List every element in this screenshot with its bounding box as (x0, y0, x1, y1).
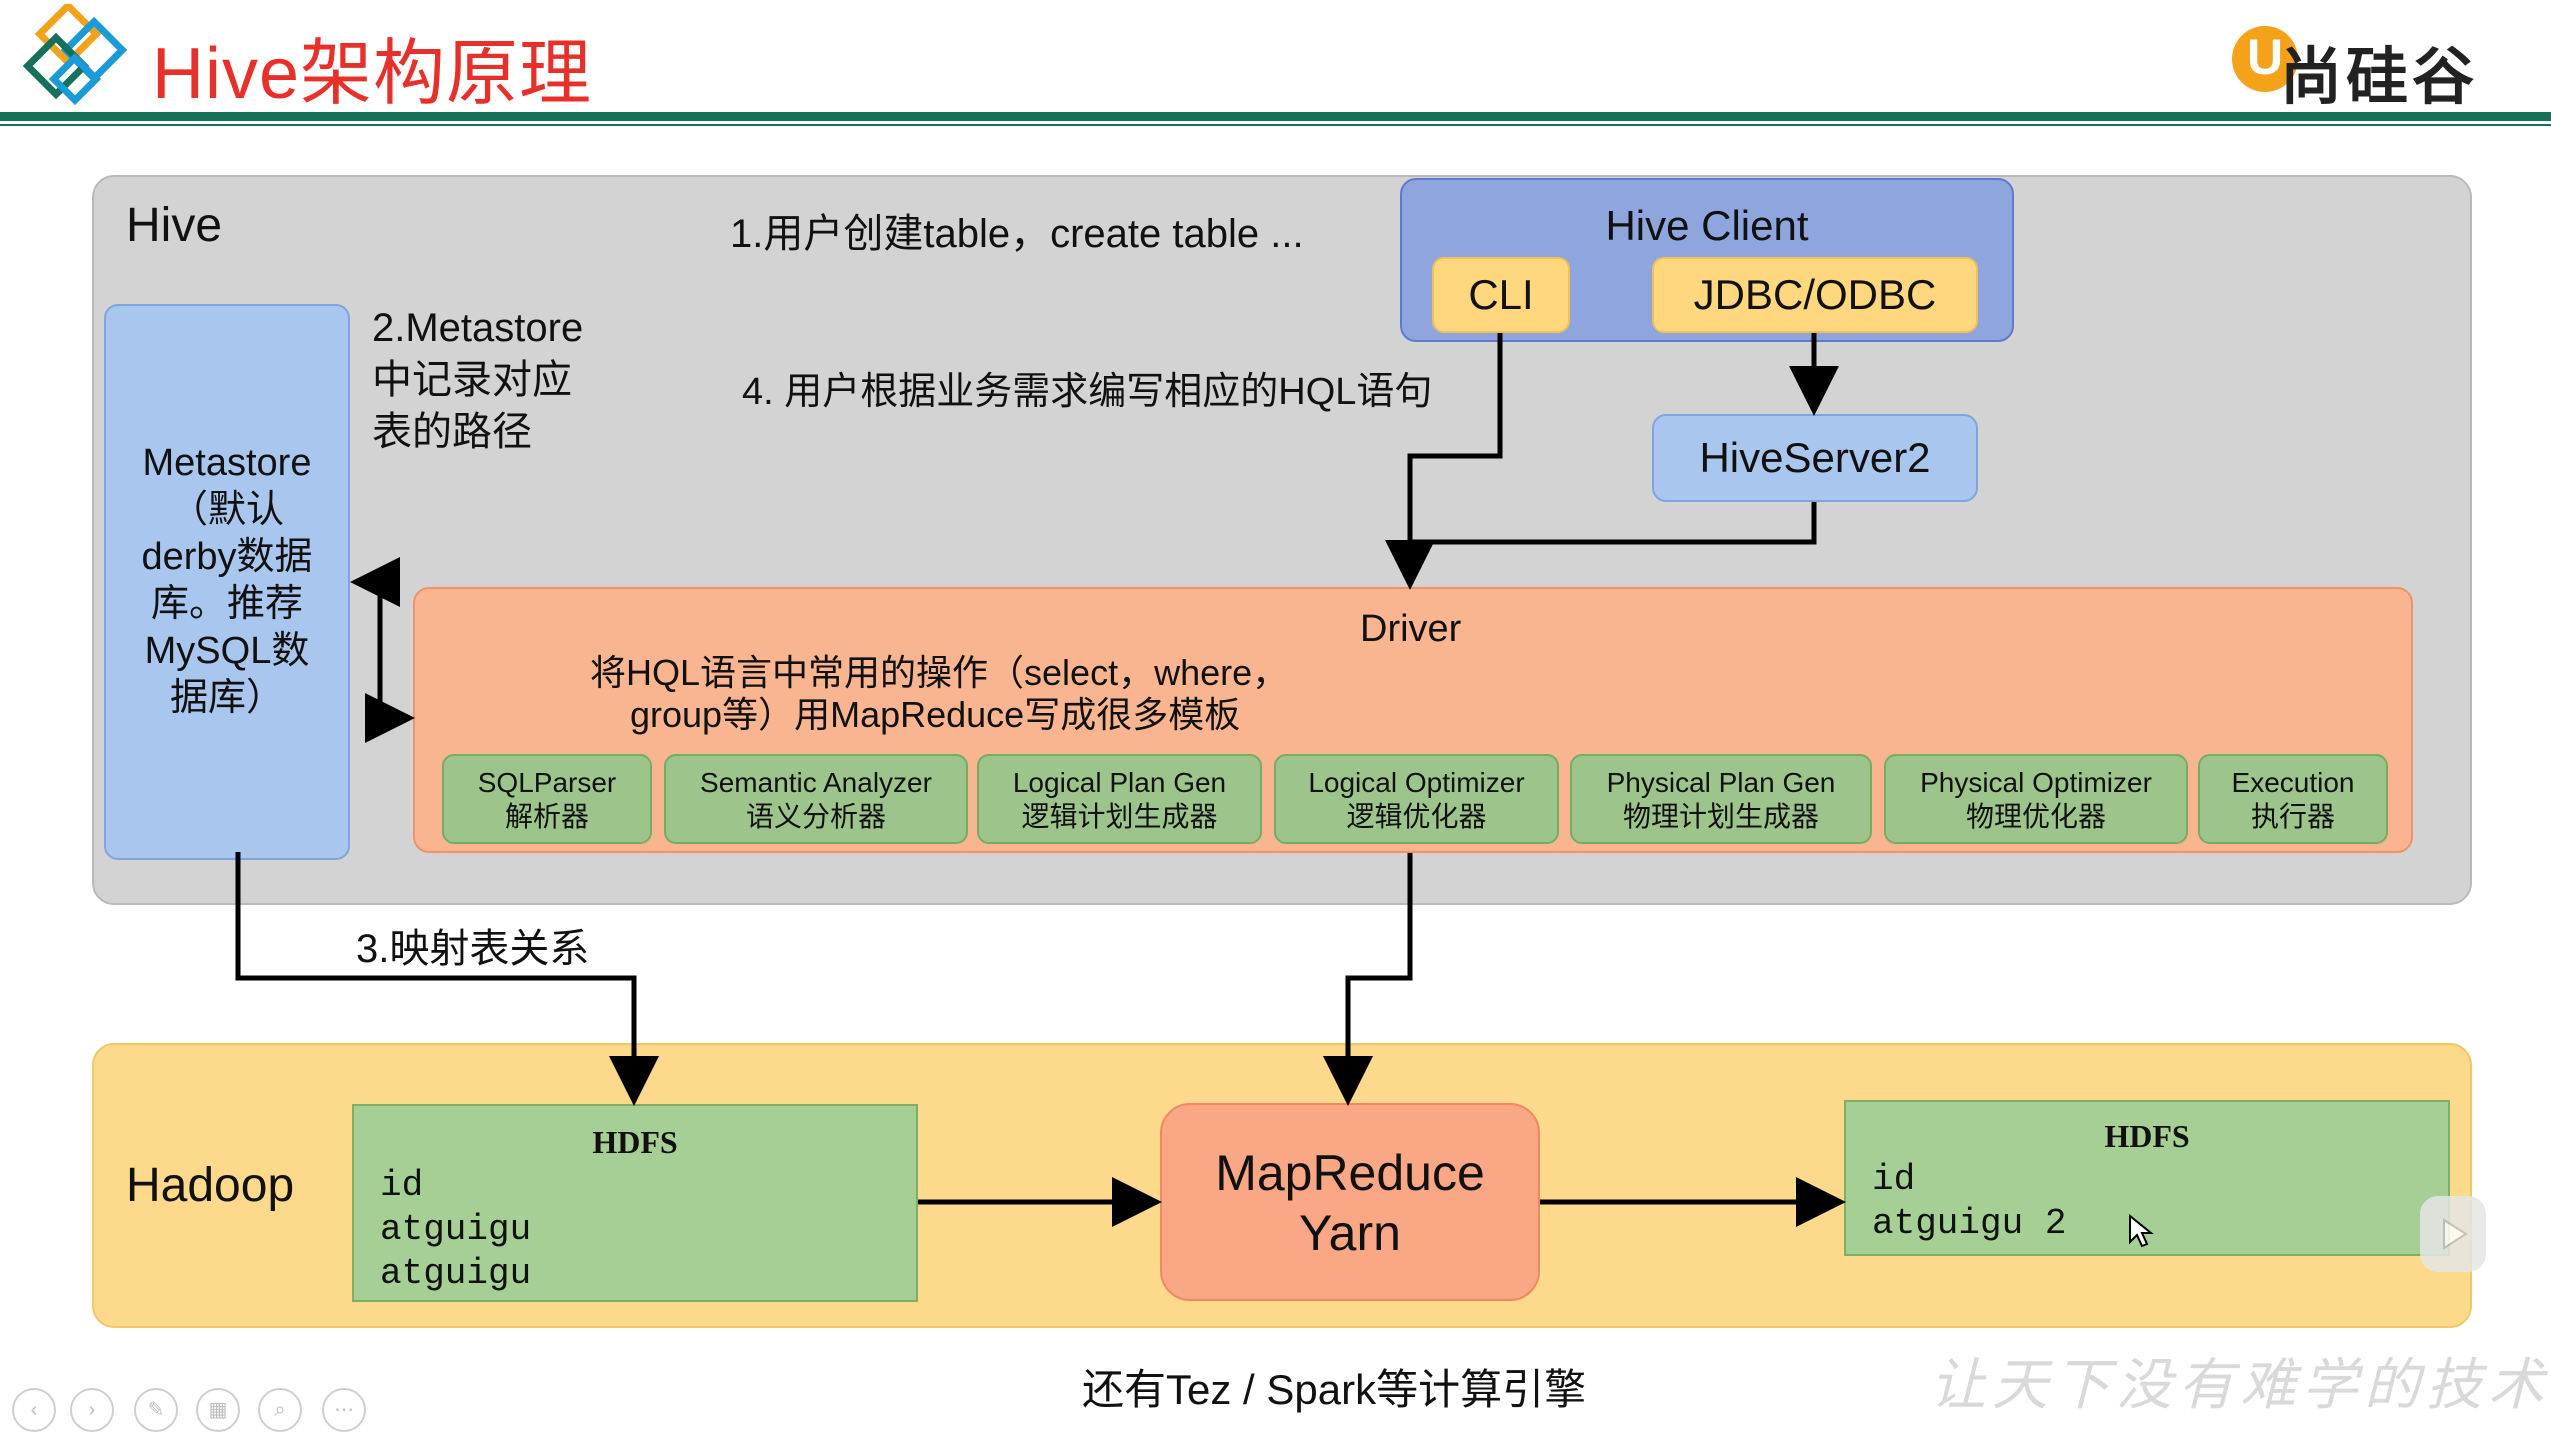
hadoop-label: Hadoop (126, 1159, 295, 1212)
step-2-text: 2.Metastore 中记录对应 表的路径 (372, 306, 584, 454)
step-1-text: 1.用户创建table，create table ... (730, 212, 1304, 256)
hdfs-input-row: atguigu (380, 1209, 532, 1250)
zoom-icon[interactable]: ⌕ (258, 1388, 302, 1432)
brand-logo-icon: U (2232, 26, 2298, 92)
cli-box: CLI (1432, 257, 1570, 333)
hdfs-input-row: id (380, 1165, 424, 1206)
jdbc-odbc-box: JDBC/ODBC (1652, 257, 1978, 333)
hdfs-input-title: HDFS (592, 1124, 678, 1160)
mapreduce-yarn-box: MapReduce Yarn (1160, 1103, 1540, 1301)
slides-grid-icon[interactable]: ▦ (196, 1388, 240, 1432)
next-slide-icon[interactable]: › (70, 1388, 114, 1432)
page-title: Hive架构原理 (152, 34, 593, 114)
step-4-text: 4. 用户根据业务需求编写相应的HQL语句 (742, 371, 1433, 413)
hive-label: Hive (126, 199, 223, 252)
header-rule (0, 112, 2551, 121)
watermark-text: 让天下没有难学的技术 (1930, 1355, 2550, 1417)
hdfs-input-table: HDFS id atguigu atguigu (352, 1104, 918, 1302)
mouse-cursor-icon (2128, 1213, 2154, 1253)
hdfs-output-row: id (1872, 1159, 1916, 1200)
driver-description: 将HQL语言中常用的操作（select，where， group等）用MapRe… (590, 652, 1289, 735)
metastore-box: Metastore （默认 derby数据 库。推荐 MySQL数 据库） (104, 304, 350, 860)
driver-title: Driver (1360, 608, 1462, 650)
logo-diamond-icon (10, 0, 140, 114)
hdfs-output-row: atguigu 2 (1872, 1203, 2067, 1244)
more-options-icon[interactable]: ⋯ (322, 1388, 366, 1432)
pen-icon[interactable]: ✎ (134, 1388, 178, 1432)
step-3-text: 3.映射表关系 (356, 927, 590, 971)
hdfs-output-table: HDFS id atguigu 2 (1844, 1100, 2450, 1256)
previous-slide-icon[interactable]: ‹ (12, 1388, 56, 1432)
hdfs-output-title: HDFS (2104, 1118, 2190, 1154)
hiveserver2-box: HiveServer2 (1652, 414, 1978, 502)
play-video-icon[interactable] (2420, 1196, 2486, 1272)
brand-name: 尚硅谷 (2280, 43, 2479, 112)
hive-client-title: Hive Client (1605, 202, 1809, 249)
hdfs-input-row: atguigu (380, 1253, 532, 1294)
header-rule-thin (0, 124, 2551, 126)
footer-note: 还有Tez / Spark等计算引擎 (1082, 1366, 1587, 1413)
